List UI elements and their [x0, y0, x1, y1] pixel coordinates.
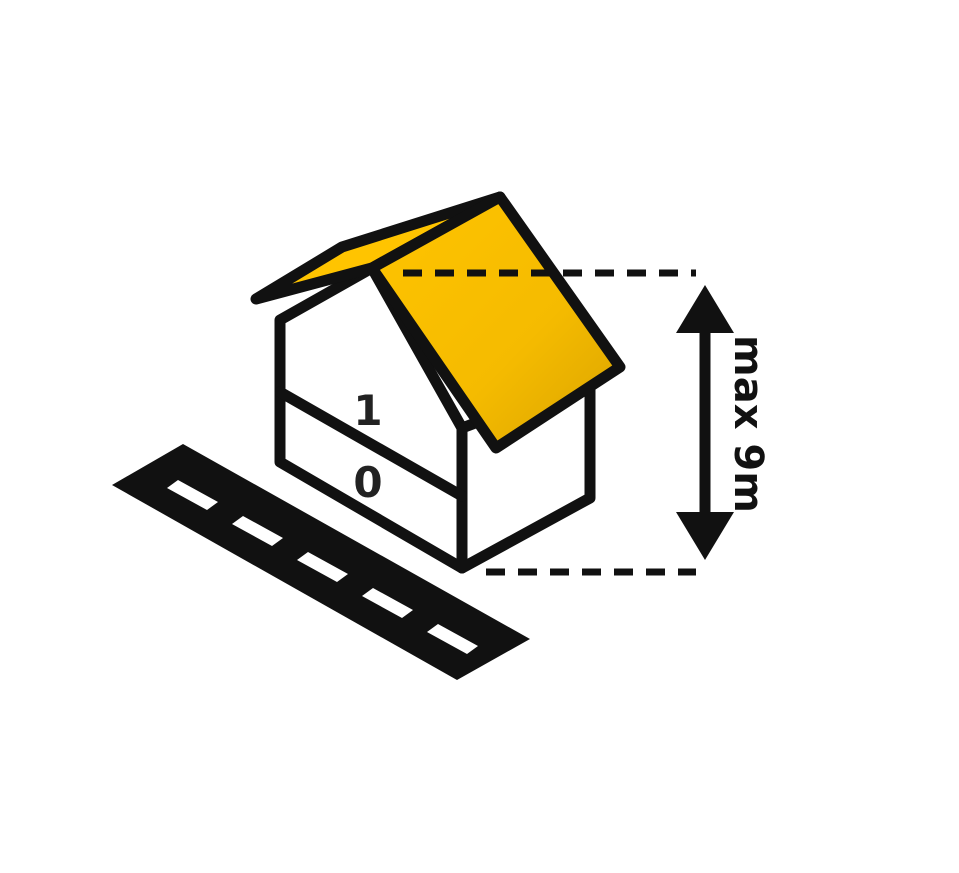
- height-dimension: max 9m: [403, 269, 771, 576]
- floor-divider: [274, 386, 468, 502]
- road: [112, 444, 530, 680]
- road-dash: [232, 516, 283, 546]
- height-limit-label: max 9m: [725, 335, 771, 513]
- house: [250, 191, 626, 574]
- road-markings: [167, 480, 478, 654]
- roof-main: [366, 191, 626, 454]
- floor-label-upper: 1: [353, 386, 382, 435]
- road-dash: [167, 480, 218, 510]
- arrow-down-icon: [676, 512, 734, 560]
- floor-label-ground: 0: [353, 458, 382, 507]
- road-dash: [427, 624, 478, 654]
- arrow-up-icon: [676, 285, 734, 333]
- road-dash: [362, 588, 413, 618]
- road-dash: [297, 552, 348, 582]
